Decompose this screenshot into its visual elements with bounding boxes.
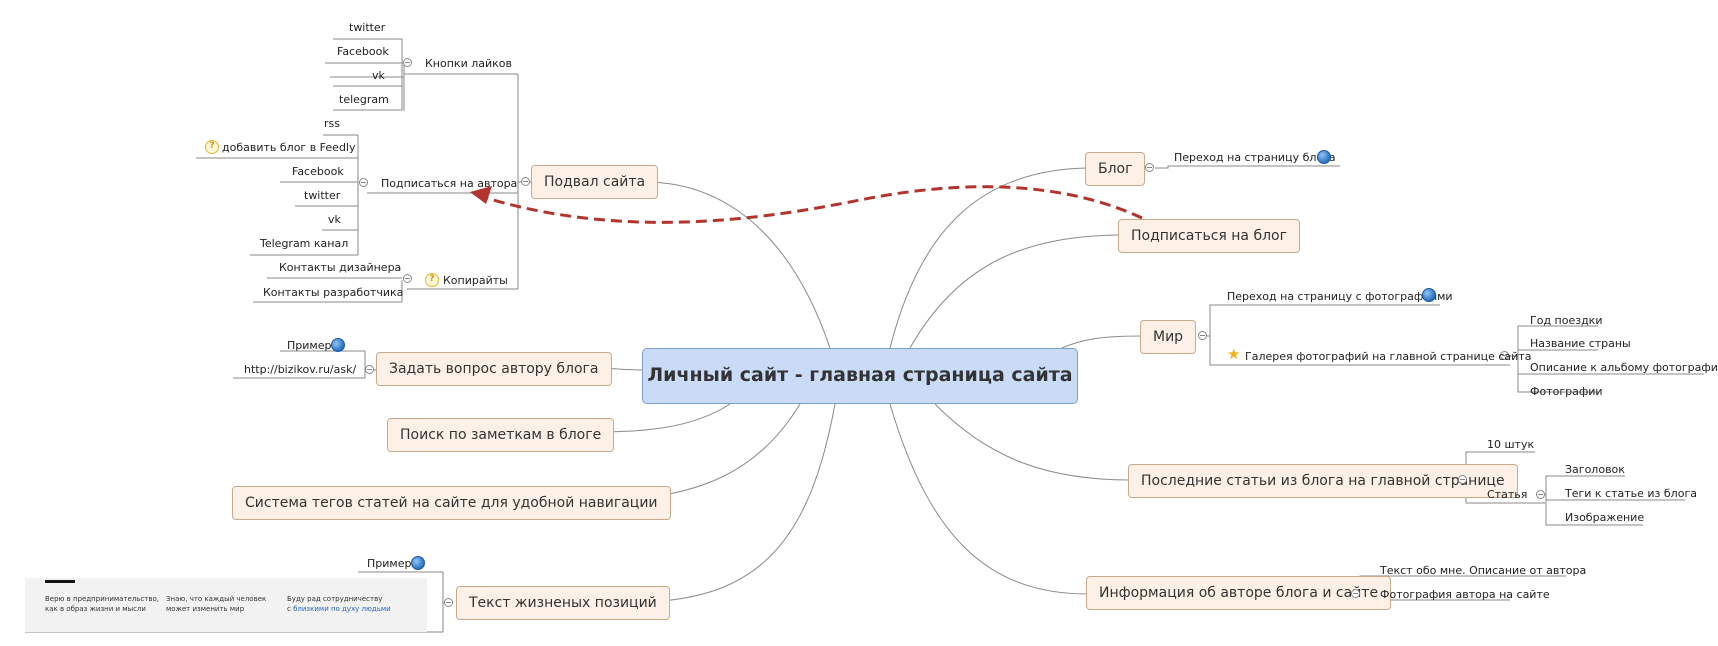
blog-item[interactable]: Переход на страницу блога [1174, 151, 1336, 164]
connector-world [1061, 335, 1142, 349]
likes-item[interactable]: Facebook [337, 45, 389, 58]
gallery-item[interactable]: Фотографии [1530, 385, 1603, 398]
collapse-toggle[interactable] [403, 274, 412, 283]
topic-world[interactable]: Мир [1140, 320, 1197, 354]
card-column: Верю в предпринимательство,как в образ ж… [45, 595, 159, 613]
collapse-toggle[interactable] [359, 178, 368, 187]
copyright-item[interactable]: Контакты дизайнера [279, 261, 402, 274]
central-topic[interactable]: Личный сайт - главная страница сайта [642, 348, 1078, 404]
author-item[interactable]: Фотография автора на сайте [1380, 588, 1550, 601]
likes-item[interactable]: telegram [339, 93, 389, 106]
relationship-arrowhead [470, 186, 492, 204]
globe-icon[interactable] [1422, 288, 1436, 302]
help-icon: ? [205, 140, 219, 154]
ask-url[interactable]: http://bizikov.ru/ask/ [244, 363, 357, 376]
connector-values [639, 403, 836, 603]
card-accent-bar [45, 580, 75, 583]
connector-blog [889, 167, 1088, 349]
collapse-toggle[interactable] [365, 365, 374, 374]
subscribe-item[interactable]: Telegram канал [260, 237, 349, 250]
latest-item[interactable]: 10 штук [1487, 438, 1535, 451]
topic-author-info[interactable]: Информация об авторе блога и сайте [1086, 576, 1392, 610]
values-example[interactable]: Пример [367, 557, 412, 570]
subscribe-item[interactable]: twitter [304, 189, 341, 202]
world-item[interactable]: Галерея фотографий на главной странице с… [1245, 350, 1532, 363]
collapse-toggle[interactable] [1351, 589, 1360, 598]
connector-latest [934, 403, 1131, 481]
globe-icon[interactable] [1317, 150, 1331, 164]
latest-item[interactable]: Статья [1487, 488, 1528, 501]
topic-blog[interactable]: Блог [1085, 152, 1146, 186]
likes-label[interactable]: Кнопки лайков [425, 57, 512, 70]
collapse-toggle[interactable] [521, 177, 530, 186]
help-icon: ? [425, 273, 439, 287]
topic-subscribe-blog[interactable]: Подписаться на блог [1118, 219, 1300, 253]
topic-life-values[interactable]: Текст жизненых позиций [456, 586, 670, 620]
gallery-item[interactable]: Год поездки [1530, 314, 1603, 327]
collapse-toggle[interactable] [1500, 351, 1509, 360]
likes-item[interactable]: twitter [349, 21, 386, 34]
relationship-arrow [479, 185, 1143, 224]
gallery-item[interactable]: Описание к альбому фотографий [1530, 361, 1718, 374]
collapse-toggle[interactable] [1198, 331, 1207, 340]
connector-author [889, 403, 1089, 595]
article-item[interactable]: Заголовок [1565, 463, 1625, 476]
globe-icon[interactable] [331, 338, 345, 352]
subscribe-item[interactable]: добавить блог в Feedly [222, 141, 356, 154]
topic-latest-articles[interactable]: Последние статьи из блога на главной стр… [1128, 464, 1518, 498]
author-item[interactable]: Текст обо мне. Описание от автора [1380, 564, 1587, 577]
article-item[interactable]: Теги к статье из блога [1565, 487, 1697, 500]
collapse-toggle[interactable] [1536, 490, 1545, 499]
copyright-item[interactable]: Контакты разработчика [263, 286, 404, 299]
collapse-toggle[interactable] [1145, 163, 1154, 172]
topic-footer[interactable]: Подвал сайта [531, 165, 659, 199]
collapse-toggle[interactable] [403, 58, 412, 67]
connector-footer [639, 181, 831, 349]
copyright-label[interactable]: Копирайты [443, 274, 508, 287]
subscribe-item[interactable]: Facebook [292, 165, 344, 178]
connector-subscribe [909, 234, 1121, 349]
collapse-toggle[interactable] [444, 598, 453, 607]
world-item[interactable]: Переход на страницу с фотографиями [1227, 290, 1453, 303]
article-item[interactable]: Изображение [1565, 511, 1645, 524]
card-column: Буду рад сотрудничеству с близкими по ду… [287, 595, 391, 613]
collapse-toggle[interactable] [1458, 475, 1467, 484]
globe-icon[interactable] [411, 556, 425, 570]
gallery-item[interactable]: Название страны [1530, 337, 1631, 350]
topic-tags[interactable]: Система тегов статей на сайте для удобно… [232, 486, 671, 520]
topic-search[interactable]: Поиск по заметкам в блоге [387, 418, 615, 452]
star-icon: ★ [1227, 345, 1241, 363]
subscribe-author-label[interactable]: Подписаться на автора [381, 177, 518, 190]
values-image-card: Верю в предпринимательство,как в образ ж… [25, 578, 427, 632]
subscribe-item[interactable]: vk [328, 213, 341, 226]
likes-item[interactable]: vk [372, 69, 385, 82]
ask-example[interactable]: Пример [287, 339, 332, 352]
topic-ask-author[interactable]: Задать вопрос автору блога [376, 352, 612, 386]
subscribe-item[interactable]: rss [324, 117, 340, 130]
